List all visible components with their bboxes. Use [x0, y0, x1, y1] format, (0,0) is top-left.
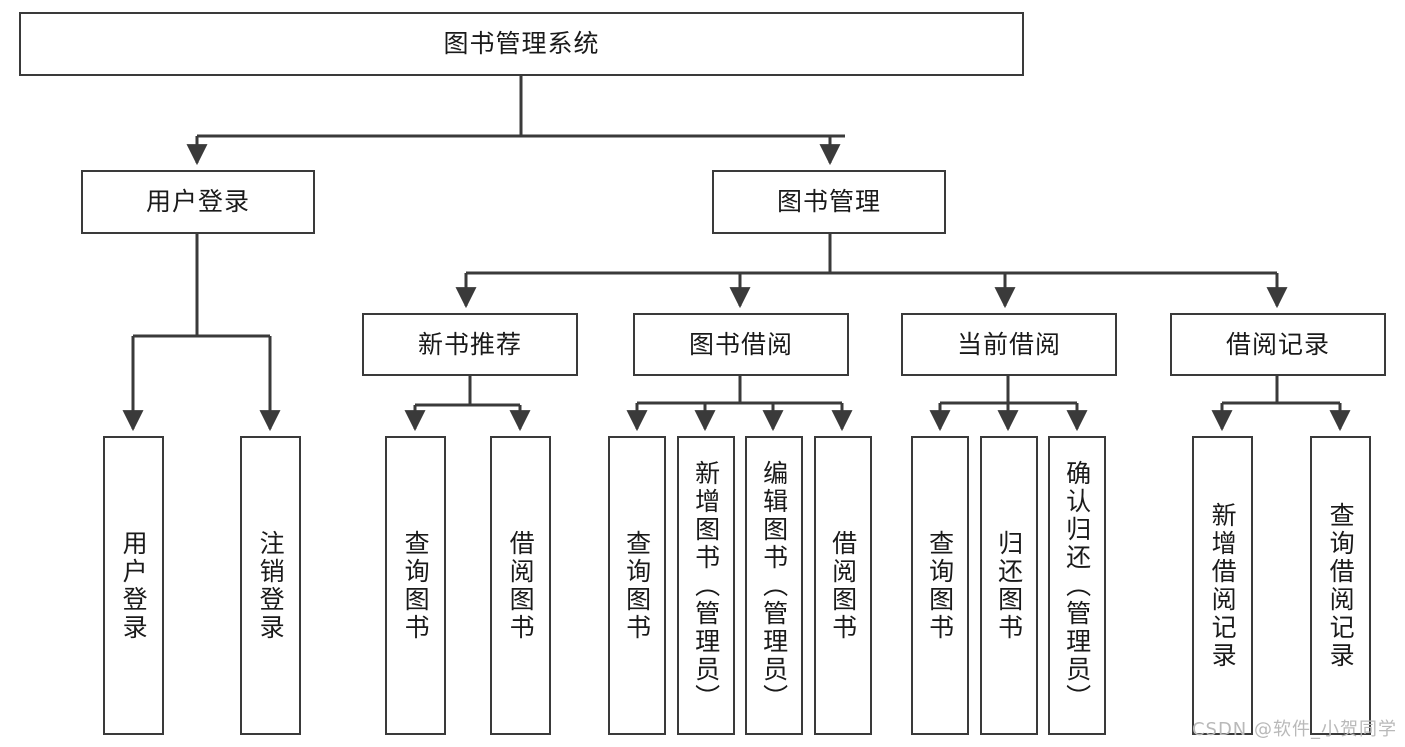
node-label: 新增图书（管理员） — [691, 459, 721, 712]
leaf-current-borrow-confirm-return[interactable]: 确认归还（管理员） — [1048, 436, 1106, 735]
node-current-borrow[interactable]: 当前借阅 — [901, 313, 1117, 376]
node-label: 归还图书 — [994, 529, 1024, 642]
node-label: 图书管理系统 — [443, 29, 600, 59]
watermark: CSDN @软件_小贺同学 — [1191, 719, 1397, 740]
leaf-new-book-borrow[interactable]: 借阅图书 — [490, 436, 551, 735]
node-label: 新增借阅记录 — [1208, 501, 1238, 670]
node-label: 借阅图书 — [506, 529, 536, 642]
leaf-borrow-record-query[interactable]: 查询借阅记录 — [1310, 436, 1371, 735]
node-label: 借阅记录 — [1225, 329, 1330, 359]
leaf-book-borrow-edit[interactable]: 编辑图书（管理员） — [745, 436, 803, 735]
leaf-book-borrow-borrow[interactable]: 借阅图书 — [814, 436, 872, 735]
node-label: 图书借阅 — [688, 329, 793, 359]
node-label: 确认归还（管理员） — [1062, 459, 1092, 712]
node-label: 查询借阅记录 — [1326, 501, 1356, 670]
node-label: 用户登录 — [119, 529, 149, 642]
leaf-user-login-login[interactable]: 用户登录 — [103, 436, 164, 735]
leaf-book-borrow-query[interactable]: 查询图书 — [608, 436, 666, 735]
node-label: 编辑图书（管理员） — [759, 459, 789, 712]
node-user-login[interactable]: 用户登录 — [81, 170, 315, 234]
node-book-borrow[interactable]: 图书借阅 — [633, 313, 849, 376]
node-book-management[interactable]: 图书管理 — [712, 170, 946, 234]
leaf-user-login-logout[interactable]: 注销登录 — [240, 436, 301, 735]
node-borrow-record[interactable]: 借阅记录 — [1170, 313, 1386, 376]
node-label: 借阅图书 — [828, 529, 858, 642]
node-label: 查询图书 — [622, 529, 652, 642]
node-label: 注销登录 — [256, 529, 286, 642]
leaf-borrow-record-add[interactable]: 新增借阅记录 — [1192, 436, 1253, 735]
node-label: 当前借阅 — [956, 329, 1061, 359]
node-label: 查询图书 — [925, 529, 955, 642]
node-new-book-recommend[interactable]: 新书推荐 — [362, 313, 578, 376]
node-label: 用户登录 — [145, 187, 250, 217]
leaf-new-book-query[interactable]: 查询图书 — [385, 436, 446, 735]
node-root-book-management-system[interactable]: 图书管理系统 — [19, 12, 1024, 76]
leaf-current-borrow-return[interactable]: 归还图书 — [980, 436, 1038, 735]
leaf-book-borrow-add[interactable]: 新增图书（管理员） — [677, 436, 735, 735]
node-label: 图书管理 — [776, 187, 881, 217]
leaf-current-borrow-query[interactable]: 查询图书 — [911, 436, 969, 735]
node-label: 查询图书 — [401, 529, 431, 642]
node-label: 新书推荐 — [417, 329, 522, 359]
